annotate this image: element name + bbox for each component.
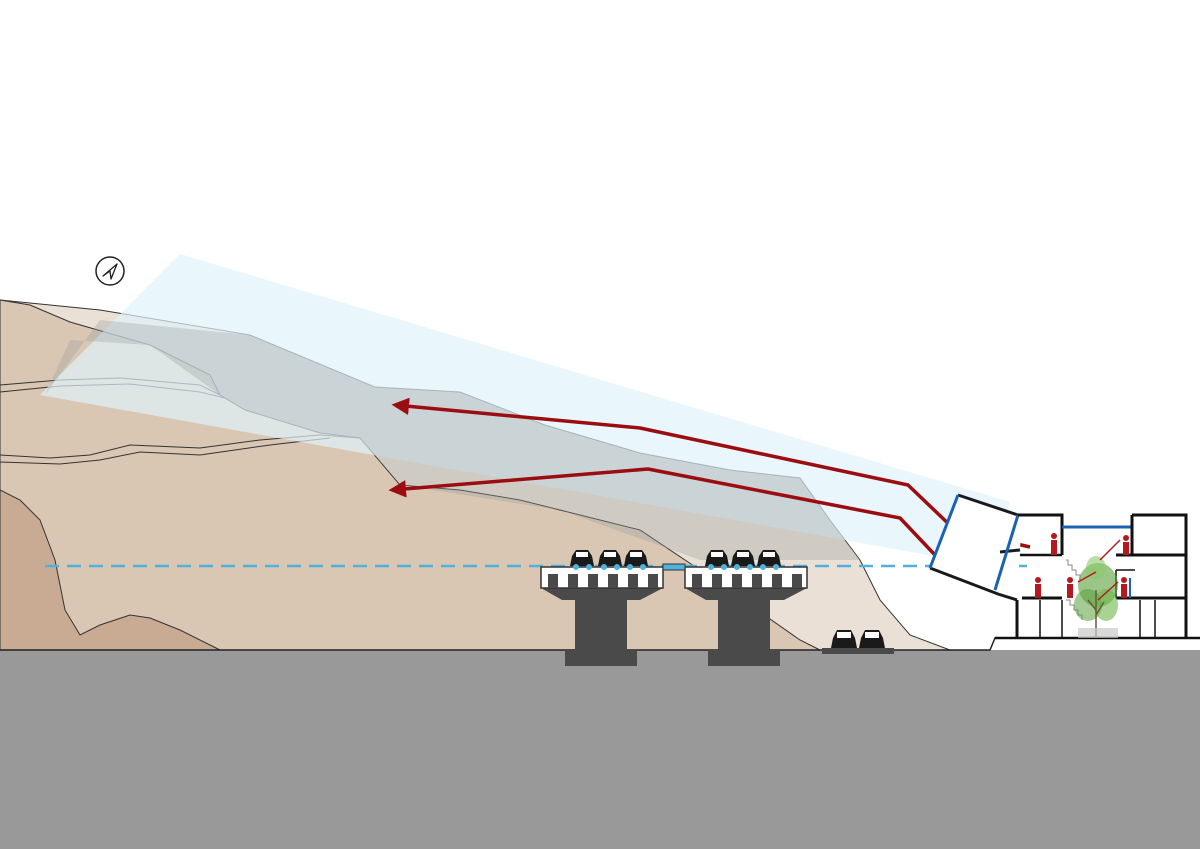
cantilever-roof [957,493,1019,517]
north-arrow-icon [95,256,125,286]
ground-fill [0,650,1200,849]
person-icon [1067,577,1073,598]
highway-pier [685,588,807,666]
person-icon [1051,533,1057,555]
car-icon [624,550,648,570]
car-icon [598,550,622,570]
atrium-tree [1074,556,1118,638]
cantilever-mid-slab [999,548,1021,554]
glass-frame [928,494,1020,591]
cantilever-floor [929,566,1018,602]
person-icon [1121,577,1127,598]
hill-contour [0,437,331,465]
view-cone [40,254,1010,568]
occupant-figures [1035,533,1129,598]
person-icon [1123,535,1129,555]
car-icon [570,550,594,570]
car-icon [859,630,885,648]
highway-cars [570,550,781,570]
car-icon [831,630,857,648]
highway-pier [541,588,663,666]
street-curb [822,648,894,654]
ground-plane [0,637,1200,849]
car-icon [705,550,729,570]
elevated-highway [540,550,808,666]
street-cars [822,630,894,654]
building-section [928,493,1200,640]
car-icon [757,550,781,570]
view-cone-overlay [45,320,860,560]
occupant-view-arrows [1077,539,1121,601]
view-cone-fill [40,254,1010,568]
car-icon [731,550,755,570]
person-icon [1035,577,1041,598]
